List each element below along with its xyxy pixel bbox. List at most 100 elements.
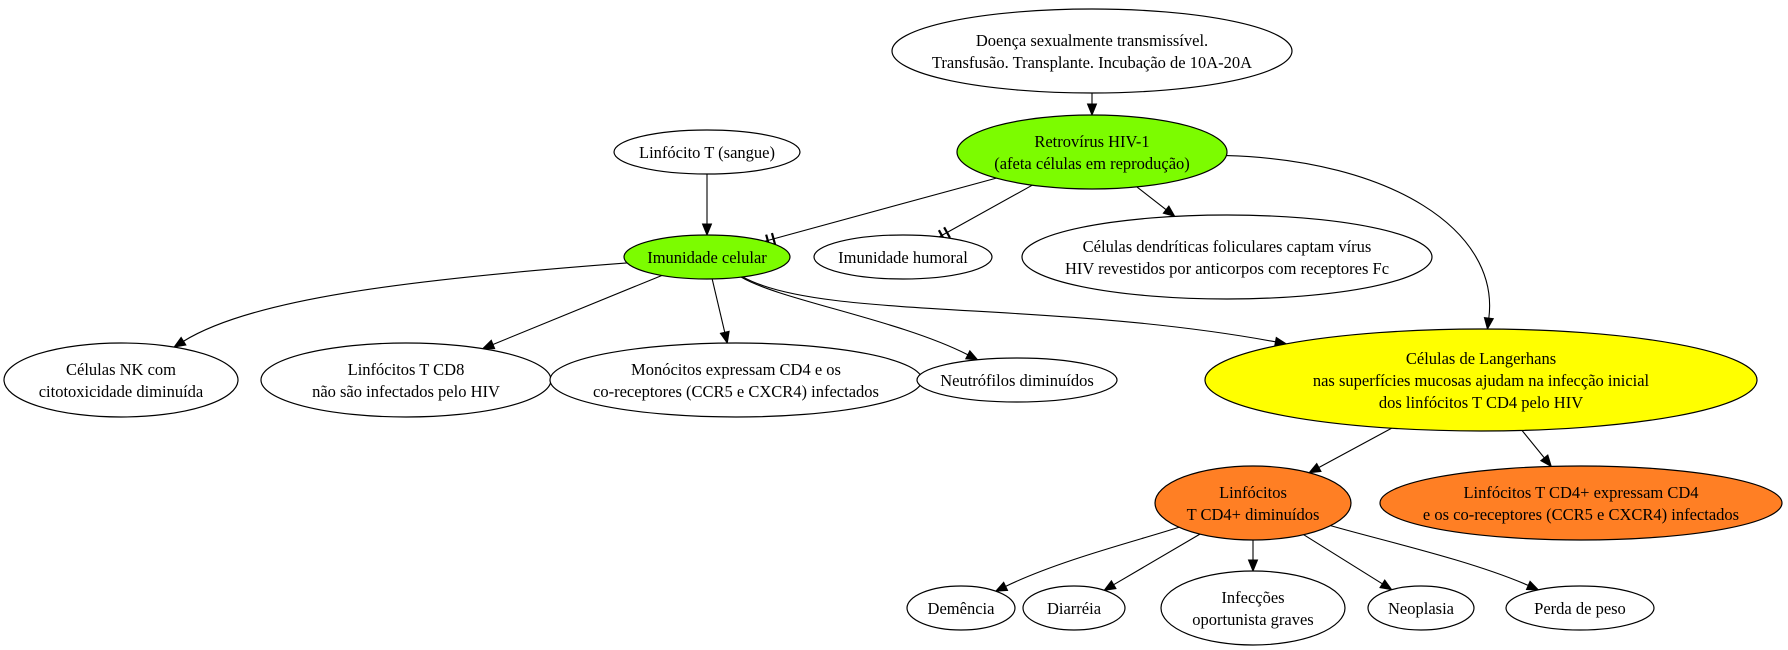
edge-line xyxy=(740,276,969,356)
edge-cd4-dim-to-perda-peso xyxy=(1330,525,1540,591)
node-neoplasia: Neoplasia xyxy=(1367,585,1475,631)
edge-imun-cel-to-monocitos xyxy=(711,278,730,345)
node-label-line: Células NK com xyxy=(66,360,176,379)
node-label-line: e os co-receptores (CCR5 e CXCR4) infect… xyxy=(1423,505,1739,524)
node-cd8: Linfócitos T CD8 não são infectados pelo … xyxy=(260,342,552,418)
node-label-line: Monócitos expressam CD4 e os xyxy=(631,360,841,379)
arrowhead-icon xyxy=(173,336,187,348)
node-ellipse xyxy=(1022,585,1126,631)
node-label-line: nas superfícies mucosas ajudam na infecç… xyxy=(1313,371,1650,390)
edge-line xyxy=(1005,526,1180,587)
node-label-line: Doença sexualmente transmissível. xyxy=(976,31,1208,50)
node-ellipse xyxy=(1204,328,1758,432)
node-label-line: (afeta células em reprodução) xyxy=(994,154,1190,173)
arrowhead-icon xyxy=(1379,579,1393,591)
edge-line xyxy=(183,262,628,342)
edge-linf-t-to-imun-cel xyxy=(701,174,713,237)
node-ellipse xyxy=(891,8,1293,94)
node-label-line: oportunista graves xyxy=(1192,610,1313,629)
edge-cd4-dim-to-infeccoes xyxy=(1247,540,1259,573)
node-ellipse xyxy=(549,342,923,418)
arrowhead-icon xyxy=(1086,103,1098,117)
node-ellipse xyxy=(1154,465,1352,541)
arrowhead-icon xyxy=(719,330,730,345)
node-cd4-dim: Linfócitos T CD4+ diminuídos xyxy=(1154,465,1352,541)
node-label-line: T CD4+ diminuídos xyxy=(1187,505,1320,524)
edge-line xyxy=(764,177,997,242)
node-label-line: dos linfócitos T CD4 pelo HIV xyxy=(1379,393,1583,412)
node-label-line: Imunidade celular xyxy=(647,248,767,267)
edge-line xyxy=(1521,430,1545,459)
node-ellipse xyxy=(956,114,1228,190)
arrowhead-icon xyxy=(1525,580,1540,591)
node-ellipse xyxy=(613,129,801,175)
node-ellipse xyxy=(1367,585,1475,631)
edge-hiv-to-langerhans xyxy=(1226,155,1495,331)
node-label-line: citotoxicidade diminuída xyxy=(39,382,204,401)
node-monocitos: Monócitos expressam CD4 e osco-receptore… xyxy=(549,342,923,418)
edges-layer xyxy=(173,93,1553,592)
tee-bar-icon xyxy=(770,232,777,245)
node-label-line: não são infectados pelo HIV xyxy=(312,382,500,401)
node-label-line: Transfusão. Transplante. Incubação de 10… xyxy=(932,53,1252,72)
node-label-line: Linfócito T (sangue) xyxy=(639,143,775,162)
edge-imun-cel-to-cd8 xyxy=(481,274,663,350)
edge-line xyxy=(1318,427,1392,468)
node-ellipse xyxy=(1021,214,1433,300)
node-ellipse xyxy=(260,342,552,418)
edge-langerhans-to-cd4-exp xyxy=(1521,430,1553,468)
arrowhead-icon xyxy=(1308,462,1322,474)
node-dendriticas: Células dendríticas foliculares captam v… xyxy=(1021,214,1433,300)
node-hiv: Retrovírus HIV-1(afeta células em reprod… xyxy=(956,114,1228,190)
node-label-line: Demência xyxy=(928,599,996,618)
node-imun-cel: Imunidade celular xyxy=(623,234,791,280)
tee-bar-icon xyxy=(943,226,951,239)
arrowhead-icon xyxy=(701,223,713,237)
arrowhead-icon xyxy=(994,581,1009,592)
node-label-line: Infecções xyxy=(1221,588,1284,607)
edge-imun-cel-to-neutrofilos xyxy=(740,276,979,361)
node-diarreia: Diarréia xyxy=(1022,585,1126,631)
node-imun-hum: Imunidade humoral xyxy=(813,234,993,280)
node-nk: Células NK com citotoxicidade diminuída xyxy=(3,342,239,418)
node-langerhans: Células de Langerhans nas superfícies muc… xyxy=(1204,328,1758,432)
edge-line xyxy=(1226,155,1491,319)
node-label-line: Diarréia xyxy=(1047,599,1102,618)
arrowhead-icon xyxy=(1483,316,1495,331)
node-demencia: Demência xyxy=(906,585,1016,631)
arrowhead-icon xyxy=(1162,205,1176,218)
node-label-line: Neoplasia xyxy=(1388,599,1455,618)
edge-cd4-dim-to-demencia xyxy=(994,526,1180,592)
node-neutrofilos: Neutrófilos diminuídos xyxy=(916,357,1118,403)
edge-line xyxy=(492,274,663,345)
node-perda-peso: Perda de peso xyxy=(1505,585,1655,631)
edge-line xyxy=(1113,533,1201,586)
node-ellipse xyxy=(1379,465,1783,541)
edge-imun-cel-to-nk xyxy=(173,262,628,348)
arrowhead-icon xyxy=(964,349,979,361)
edge-hiv-to-dendriticas xyxy=(1136,186,1176,218)
edge-dst-to-hiv xyxy=(1086,93,1098,117)
node-ellipse xyxy=(1160,570,1346,646)
node-label-line: Células de Langerhans xyxy=(1406,349,1556,368)
node-label-line: Linfócitos T CD4+ expressam CD4 xyxy=(1463,483,1698,502)
edge-line xyxy=(711,278,726,333)
edge-cd4-dim-to-diarreia xyxy=(1103,533,1201,591)
arrowhead-icon xyxy=(1247,559,1259,573)
node-ellipse xyxy=(916,357,1118,403)
node-ellipse xyxy=(906,585,1016,631)
node-cd4-exp: Linfócitos T CD4+ expressam CD4 e os co-r… xyxy=(1379,465,1783,541)
node-label-line: Linfócitos T CD8 xyxy=(348,360,465,379)
node-linf-t: Linfócito T (sangue) xyxy=(613,129,801,175)
node-ellipse xyxy=(3,342,239,418)
node-label-line: Linfócitos xyxy=(1219,483,1287,502)
edge-langerhans-to-cd4-dim xyxy=(1308,427,1392,474)
edge-line xyxy=(1330,525,1529,586)
arrowhead-icon xyxy=(1539,454,1553,468)
arrowhead-icon xyxy=(1103,579,1117,591)
node-label-line: HIV revestidos por anticorpos com recept… xyxy=(1065,259,1389,278)
edge-line xyxy=(1136,186,1167,211)
node-label-line: Neutrófilos diminuídos xyxy=(940,371,1094,390)
edge-line xyxy=(1303,534,1383,585)
